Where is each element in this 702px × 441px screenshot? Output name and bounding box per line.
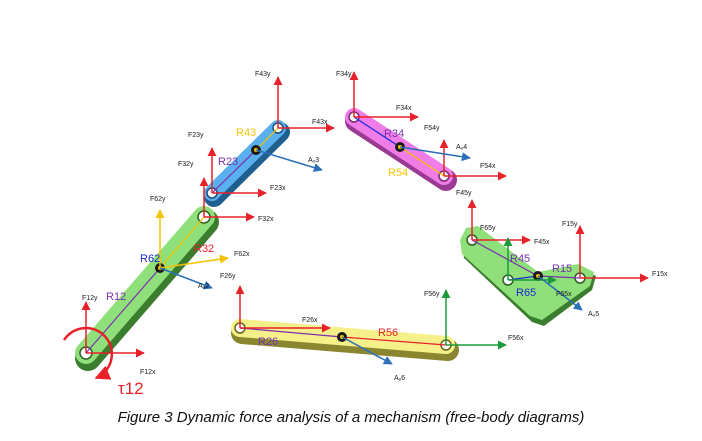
label-a6: Aₒ6 xyxy=(394,375,405,382)
label-f23x: F23x xyxy=(270,185,286,192)
label-r23: R23 xyxy=(218,156,238,168)
label-f23y: F23y xyxy=(188,132,204,139)
label-f45y: F45y xyxy=(456,190,472,197)
label-f62y: F62y xyxy=(150,196,166,203)
label-r15: R15 xyxy=(552,263,572,275)
link-2 xyxy=(75,206,219,371)
link-6-forces xyxy=(235,285,507,365)
figure-caption: Figure 3 Dynamic force analysis of a mec… xyxy=(117,409,585,426)
label-f34x: F34x xyxy=(396,105,412,112)
label-r62: R62 xyxy=(140,253,160,265)
force-labels: F43y F34y F34x F43x F54y Aₒ4 F54x R34 R5… xyxy=(82,71,668,398)
label-r65: R65 xyxy=(516,287,536,299)
label-f43y: F43y xyxy=(255,71,271,78)
label-a5: Aₒ5 xyxy=(588,311,599,318)
label-f34y: F34y xyxy=(336,71,352,78)
label-f26y: F26y xyxy=(220,273,236,280)
label-r43: R43 xyxy=(236,127,256,139)
label-f32x: F32x xyxy=(258,216,274,223)
label-a4: Aₒ4 xyxy=(456,144,467,151)
label-f43x: F43x xyxy=(312,119,328,126)
label-f56x: F56x xyxy=(508,335,524,342)
label-r56: R56 xyxy=(378,327,398,339)
link-3-forces xyxy=(207,76,335,198)
label-r32: R32 xyxy=(194,243,214,255)
link-4-forces xyxy=(349,71,507,181)
label-f15y: F15y xyxy=(562,221,578,228)
label-f56y: F56y xyxy=(424,291,440,298)
label-f12y: F12y xyxy=(82,295,98,302)
label-r45: R45 xyxy=(510,253,530,265)
label-f54y: F54y xyxy=(424,125,440,132)
link-6 xyxy=(231,319,459,361)
label-tau12: τ12 xyxy=(118,379,144,398)
label-f65x: F65x xyxy=(556,291,572,298)
link-5 xyxy=(460,226,596,326)
link-2-forces xyxy=(62,177,255,380)
link-5-forces xyxy=(467,199,649,311)
link-4 xyxy=(345,108,457,191)
label-f45x: F45x xyxy=(534,239,550,246)
label-a2: Aₒ2 xyxy=(198,283,209,290)
label-r26: R26 xyxy=(258,336,278,348)
label-r34: R34 xyxy=(384,128,404,140)
label-f62x: F62x xyxy=(234,251,250,258)
label-f65y: F65y xyxy=(480,225,496,232)
label-a3: Aₒ3 xyxy=(308,157,319,164)
label-f54x: F54x xyxy=(480,163,496,170)
label-r12: R12 xyxy=(106,291,126,303)
label-r54: R54 xyxy=(388,167,408,179)
label-f26x: F26x xyxy=(302,317,318,324)
label-f12x: F12x xyxy=(140,369,156,376)
label-f32y: F32y xyxy=(178,161,194,168)
label-f15x: F15x xyxy=(652,271,668,278)
